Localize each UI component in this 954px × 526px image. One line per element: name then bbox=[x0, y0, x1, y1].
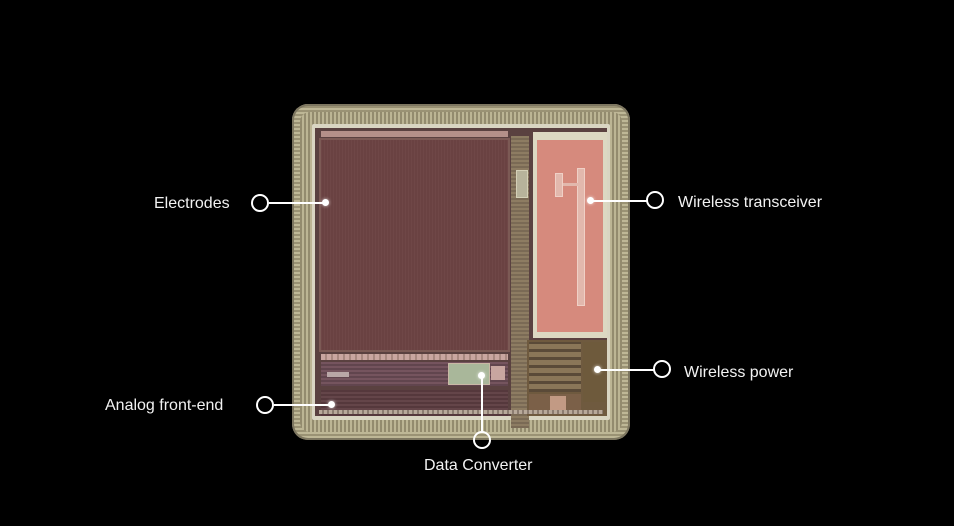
electrodes-label: Electrodes bbox=[154, 195, 230, 212]
data-converter-label: Data Converter bbox=[424, 457, 533, 474]
top-io-strip bbox=[321, 131, 508, 137]
callout-dot-icon bbox=[322, 199, 329, 206]
electrodes-region bbox=[321, 140, 508, 350]
data-converter-region bbox=[449, 364, 489, 384]
leader-line bbox=[599, 369, 654, 371]
callout-dot-icon bbox=[328, 401, 335, 408]
connector-block bbox=[516, 170, 528, 198]
callout-ring-icon bbox=[256, 396, 274, 414]
leader-line bbox=[269, 202, 325, 204]
callout-ring-icon bbox=[473, 431, 491, 449]
power-pad bbox=[583, 342, 605, 402]
power-cells bbox=[529, 342, 581, 392]
antenna-pad bbox=[555, 173, 563, 197]
leader-line bbox=[274, 404, 330, 406]
routing-bus bbox=[511, 136, 529, 428]
callout-ring-icon bbox=[646, 191, 664, 209]
power-circuitry-block bbox=[550, 396, 566, 412]
chip-die bbox=[292, 104, 630, 440]
die-frame bbox=[312, 124, 610, 428]
die-core bbox=[315, 128, 607, 428]
callout-ring-icon bbox=[653, 360, 671, 378]
antenna-arm bbox=[559, 183, 579, 186]
afe-marking bbox=[327, 372, 349, 377]
antenna-bar bbox=[577, 168, 585, 306]
callout-ring-icon bbox=[251, 194, 269, 212]
leader-line bbox=[481, 376, 483, 431]
analog-front-end-label: Analog front-end bbox=[105, 397, 224, 414]
wireless-transceiver-region bbox=[537, 140, 603, 332]
bottom-io-strip bbox=[319, 410, 603, 414]
afe-io-strip bbox=[321, 354, 508, 360]
callout-dot-icon bbox=[478, 372, 485, 379]
converter-capacitors bbox=[491, 366, 505, 380]
leader-line bbox=[592, 200, 647, 202]
callout-dot-icon bbox=[587, 197, 594, 204]
callout-dot-icon bbox=[594, 366, 601, 373]
wireless-power-label: Wireless power bbox=[684, 364, 794, 381]
wireless-transceiver-label: Wireless transceiver bbox=[678, 194, 823, 211]
